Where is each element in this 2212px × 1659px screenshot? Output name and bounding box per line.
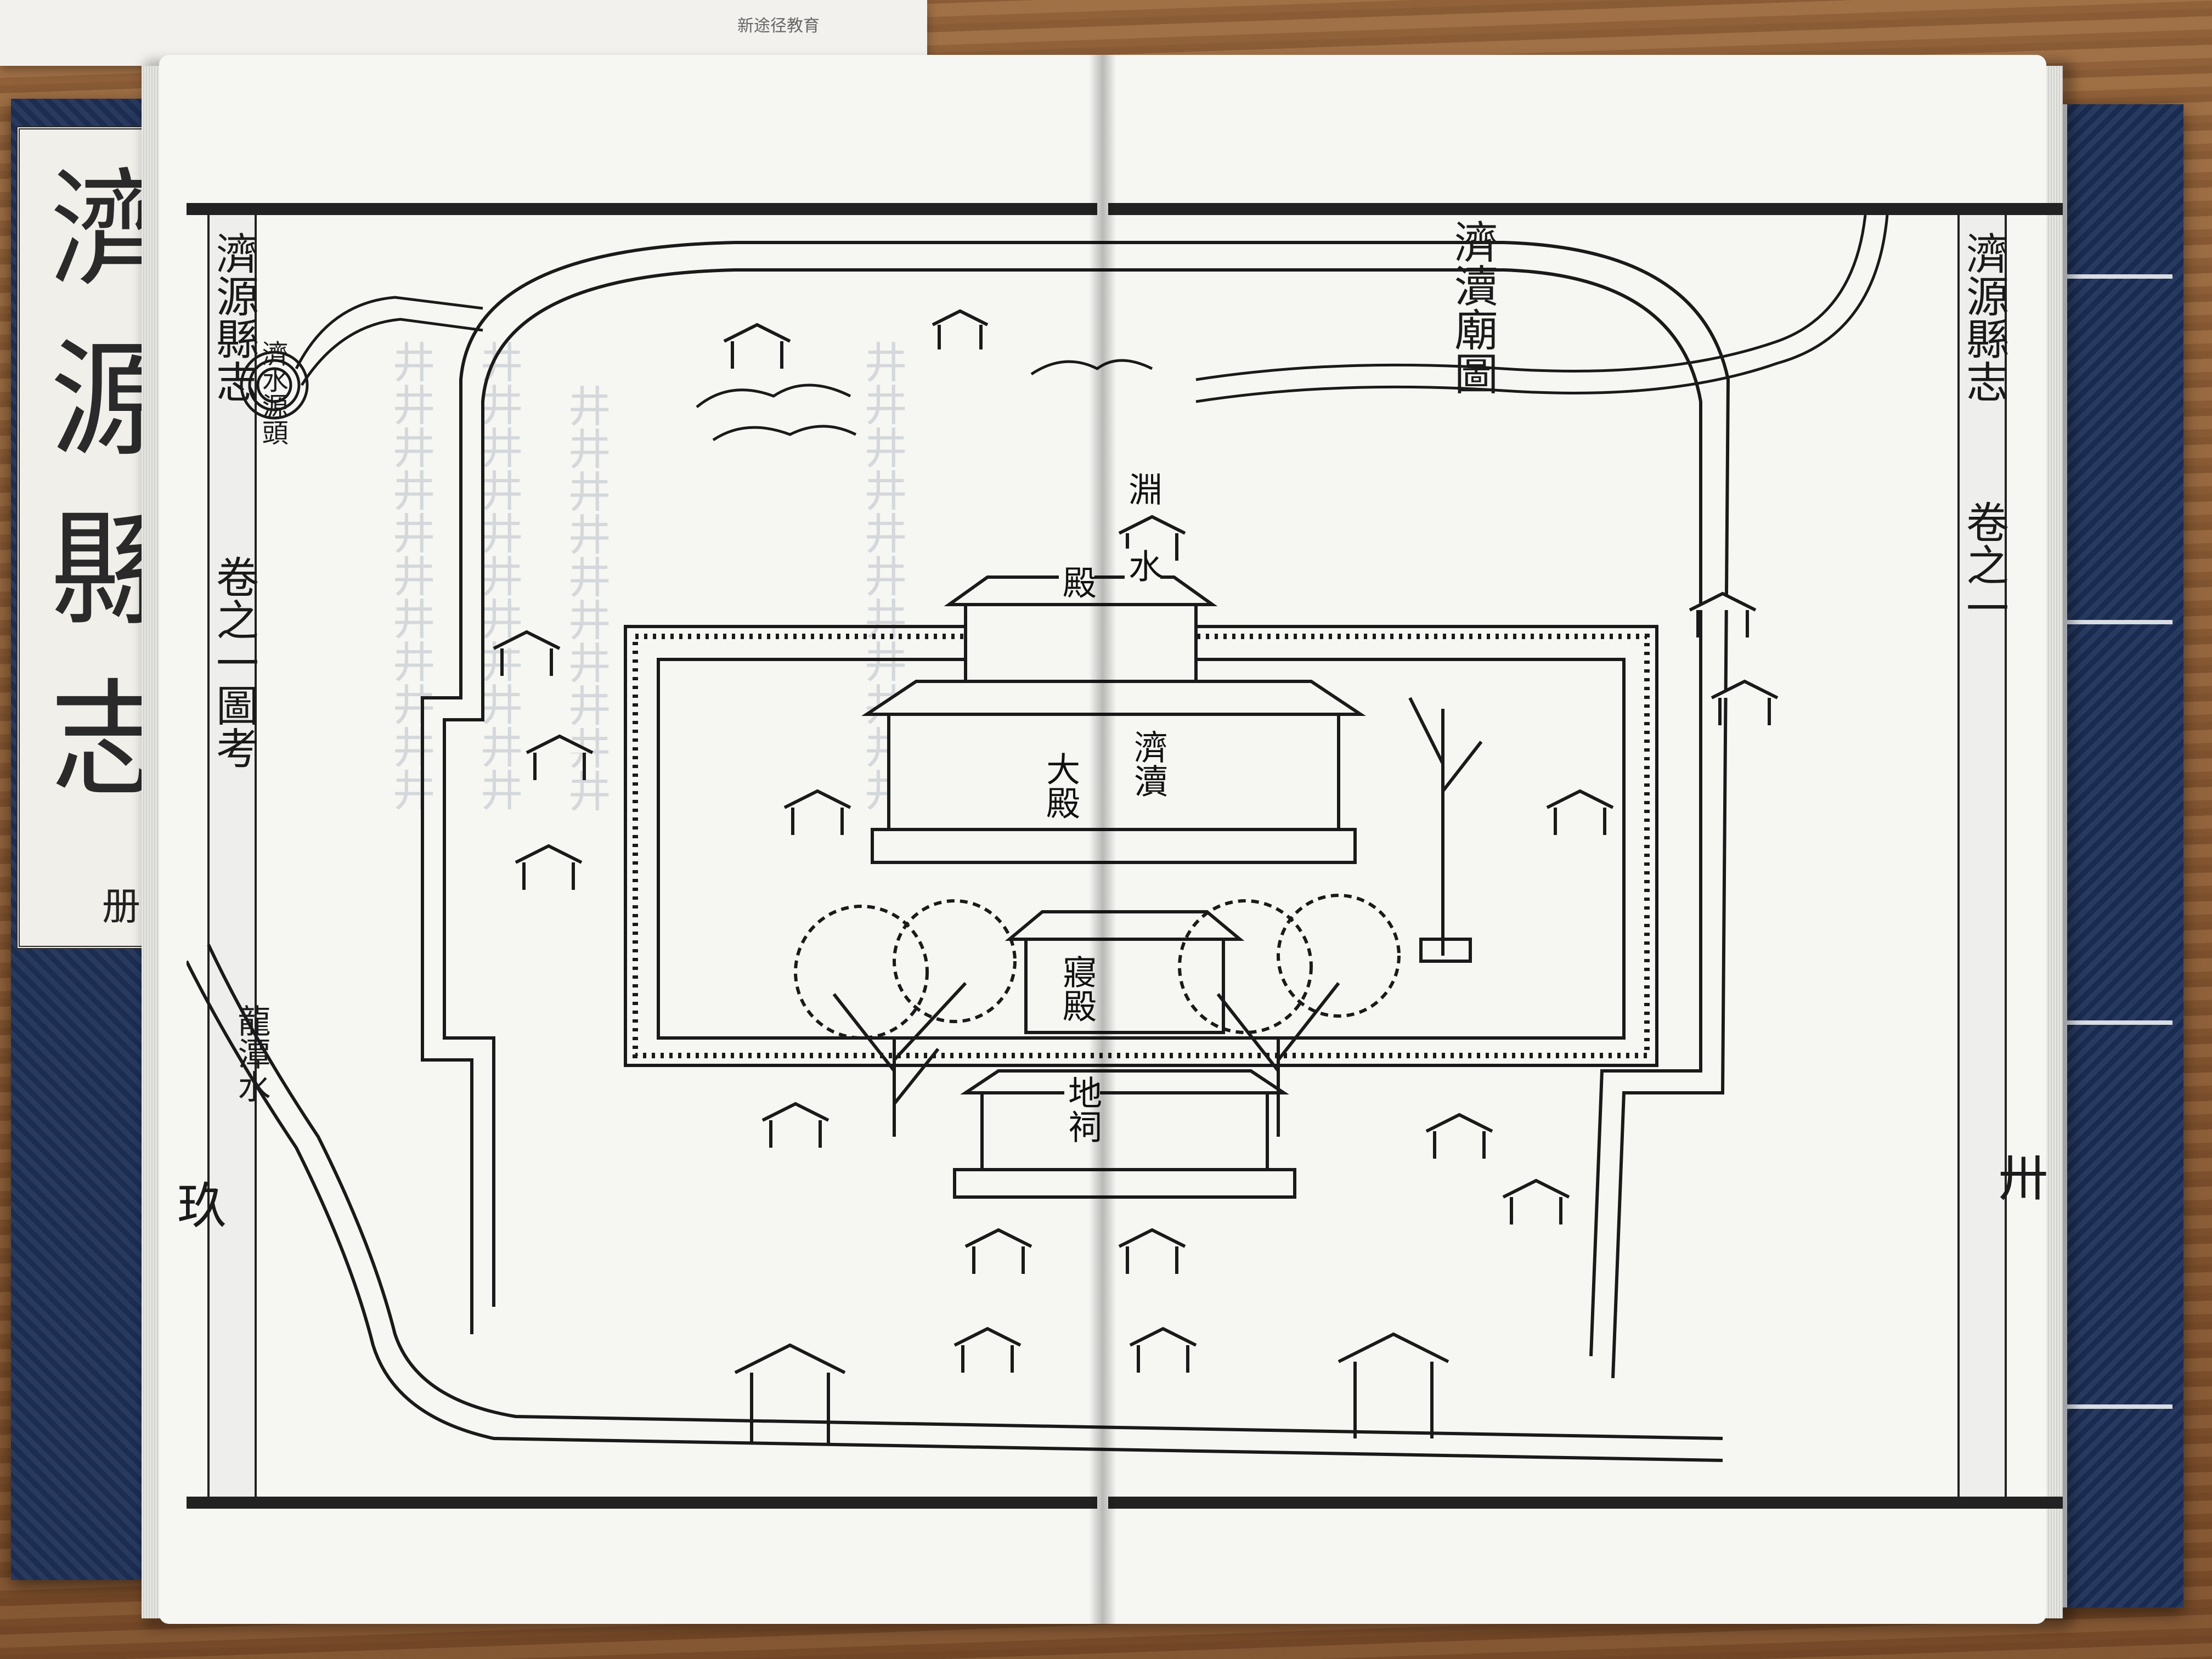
map-label-main-hall: 大殿 [1040, 752, 1081, 820]
map-label-rear-hall: 寢殿 [1057, 955, 1097, 1023]
cloud-ornaments [696, 359, 1153, 442]
left-block-column: 濟源縣志 卷之一圖考 [207, 215, 258, 1497]
map-label-lower-hall: 地祠 [1062, 1075, 1103, 1143]
inner-wall-hatch [633, 634, 1650, 1058]
background-paper-label: 新途径教育 [737, 16, 820, 36]
left-page-number: 玖 [168, 1180, 226, 1229]
binding-stitch [2063, 620, 2172, 624]
temple-map [187, 215, 1889, 1462]
map-label-hall-sign: 濟瀆 [1128, 730, 1169, 798]
binding-stitch [2063, 1020, 2172, 1025]
right-block-title: 濟源縣志 [1959, 232, 2008, 403]
map-label-building: 水 [1122, 549, 1163, 583]
source-spring [240, 296, 483, 420]
bleed-through-text: 井井井井井井井井井井井 [385, 340, 435, 811]
gates [734, 1332, 1449, 1444]
binding-stitch [2063, 1404, 2172, 1409]
right-page-frame [1108, 203, 2063, 1509]
binding-stitch [2063, 274, 2172, 279]
right-page-number: 卅 [1990, 1152, 2047, 1201]
trees [794, 697, 1483, 1137]
pavilions [493, 309, 1779, 1373]
right-page-title: 濟瀆廟圖 [1447, 219, 1498, 395]
map-label-gate: 殿 [1057, 565, 1097, 599]
main-hall [861, 575, 1366, 864]
right-block-subtitle: 卷之一 [1959, 500, 2008, 629]
map-label-river: 龍潭水 [232, 1004, 270, 1103]
map-label-source: 濟水源頭 [257, 340, 288, 445]
rear-hall [953, 910, 1296, 1199]
right-block-column: 濟源縣志 卷之一 [1957, 215, 2008, 1497]
left-page-frame [187, 203, 1097, 1509]
top-stream [1195, 215, 1889, 403]
left-block-title: 濟源縣志 [209, 232, 258, 403]
binding-thread [2063, 104, 2067, 1607]
left-block-subtitle: 卷之一圖考 [209, 555, 258, 769]
book-gutter [1089, 55, 1116, 1624]
map-label-building: 淵 [1122, 472, 1163, 506]
